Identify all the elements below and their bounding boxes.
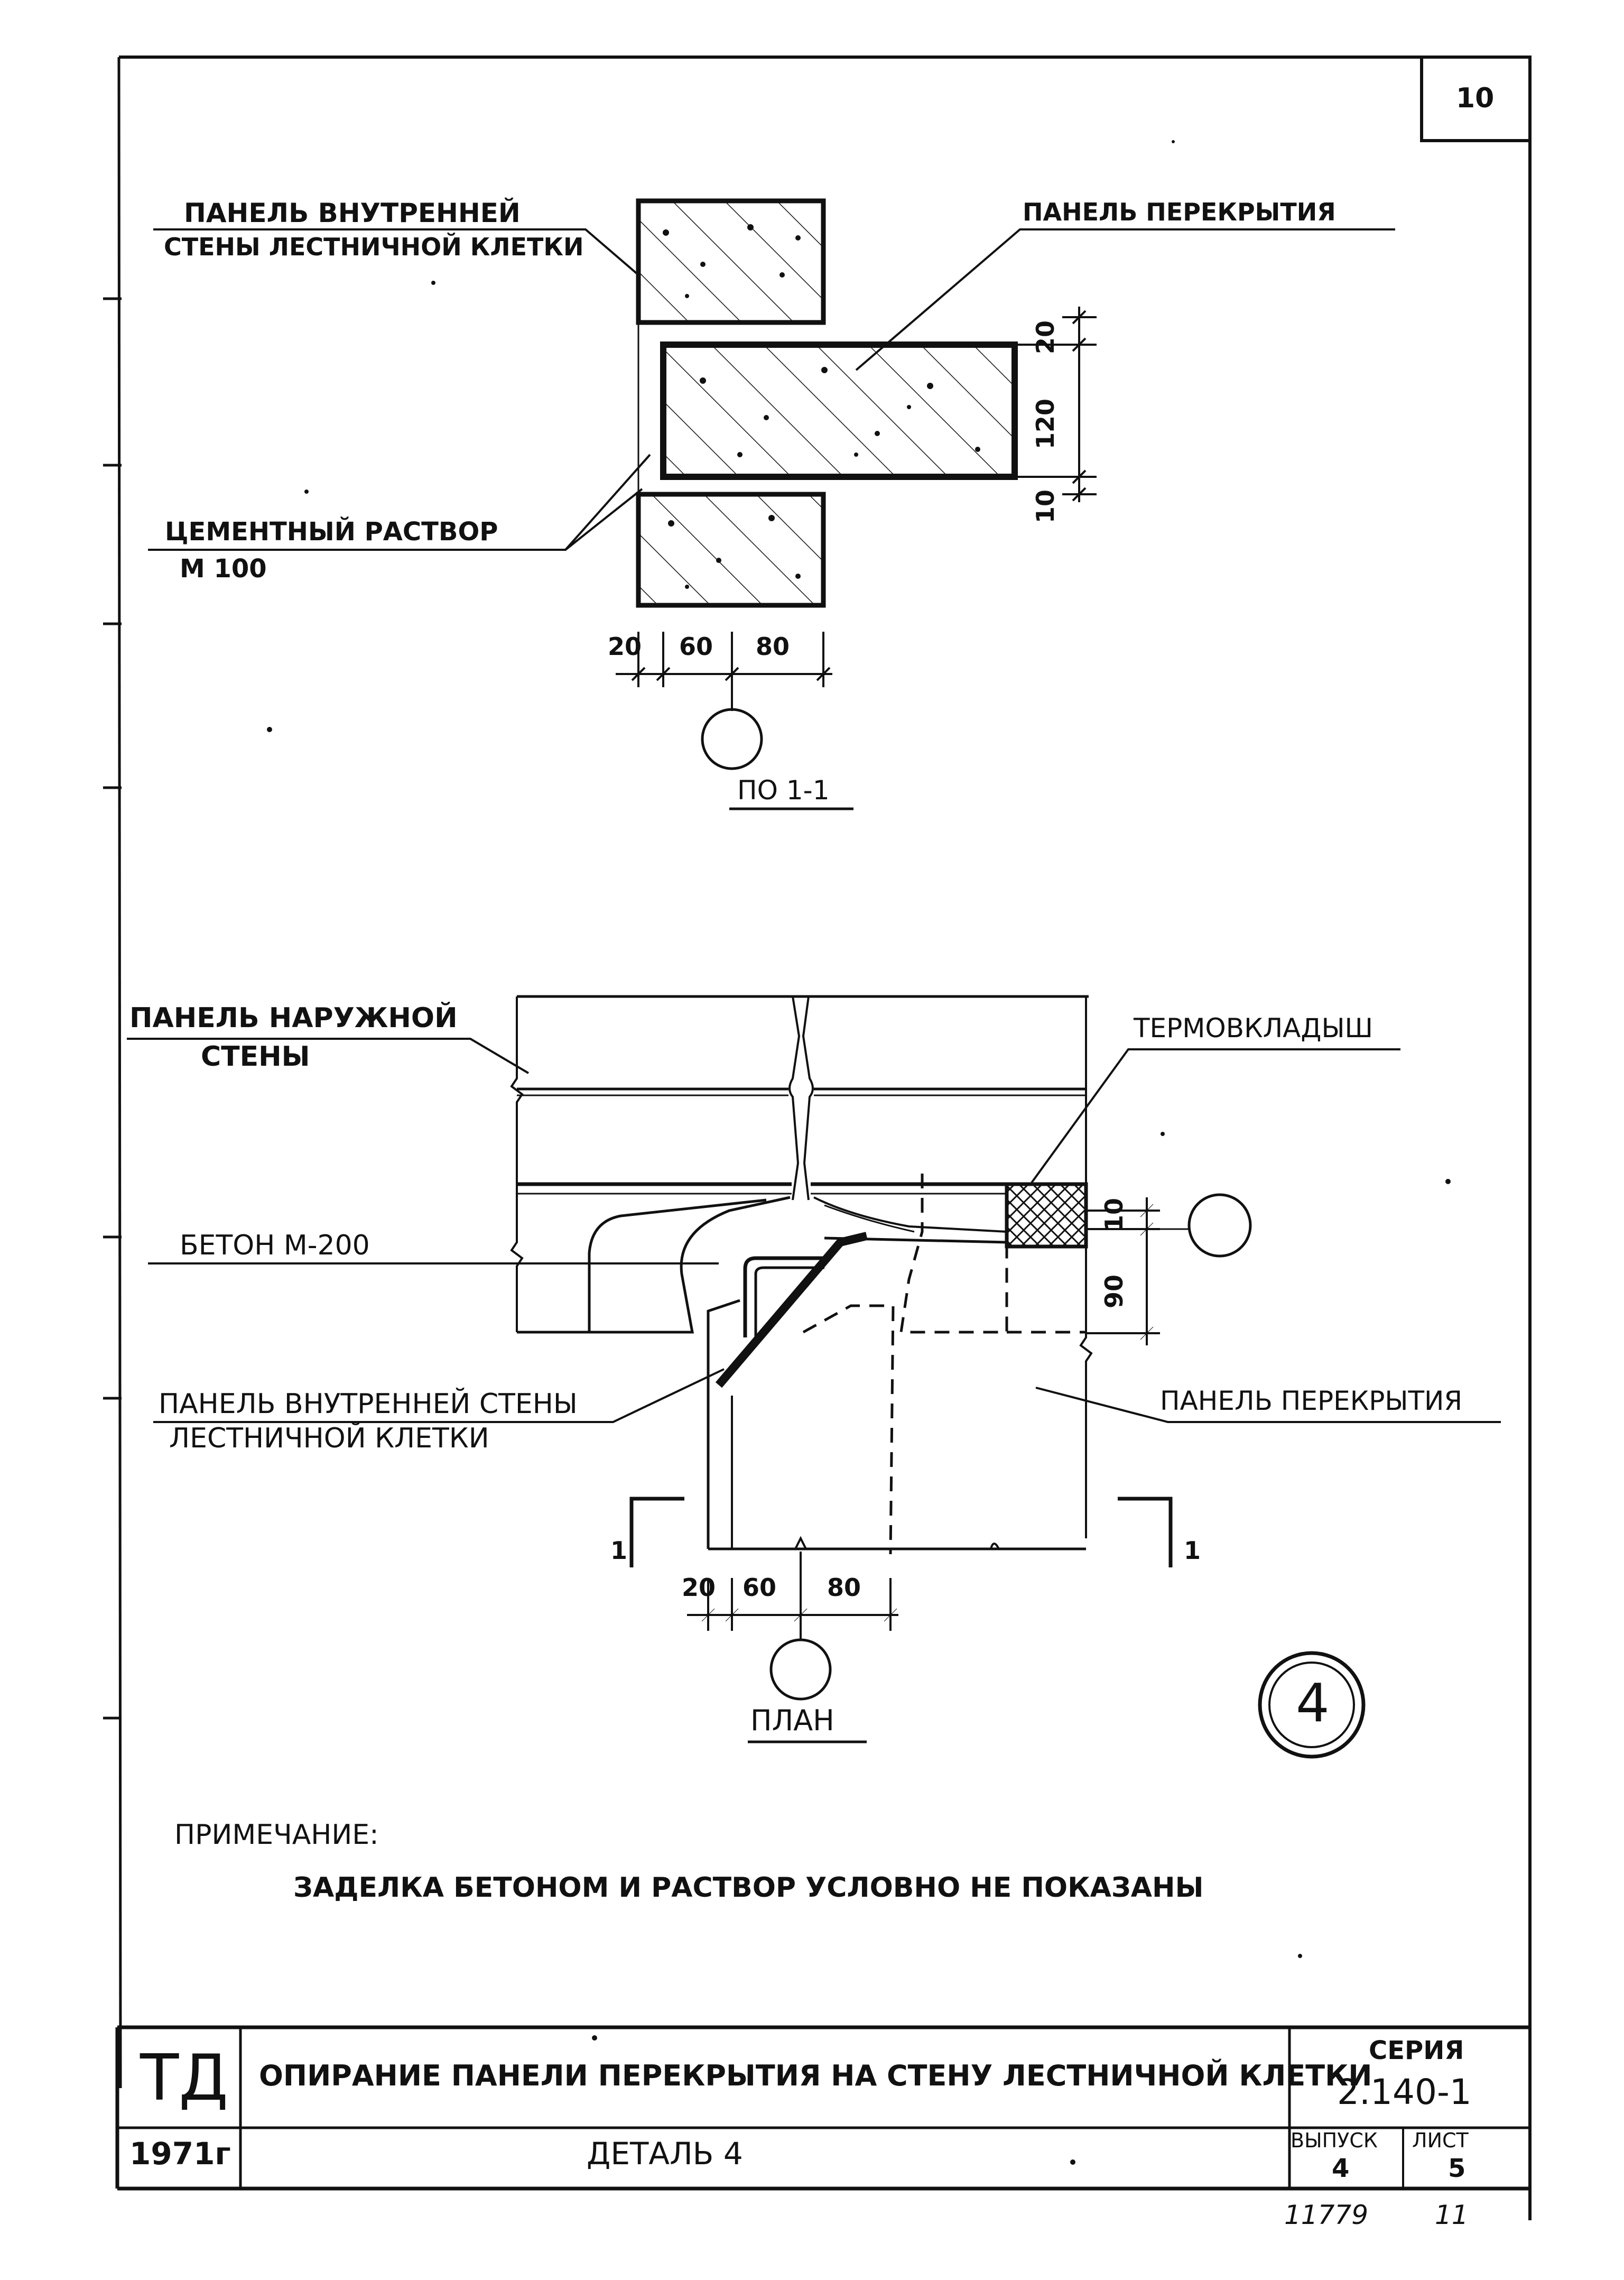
axis-bubble-plan [769,1638,832,1701]
lower-wall-panel [636,492,826,608]
title-block-code: ТД [140,2042,229,2115]
plan-label-outer-wall-2: СТЕНЫ [201,1041,310,1073]
floor-panel-section [660,341,1018,480]
section-label-mortar-2: М 100 [180,554,267,584]
title-block-series-label: СЕРИЯ [1369,2036,1464,2065]
section-leaders [148,228,1395,551]
section-dim-h-60: 60 [679,632,713,661]
concrete-speckle [663,224,980,589]
plan-dim-v-10: 10 [1100,1197,1128,1232]
section-horizontal-dimension [616,632,832,711]
section-dim-h-20: 20 [608,632,642,661]
title-block-title: ОПИРАНИЕ ПАНЕЛИ ПЕРЕКРЫТИЯ НА СТЕНУ ЛЕСТ… [259,2059,1372,2092]
archive-number: 11779 [1284,2200,1369,2230]
section-dim-v-120: 120 [1031,398,1060,449]
plan-dim-h-80: 80 [827,1573,861,1602]
plan-label-inner-wall-1: ПАНЕЛЬ ВНУТРЕННЕЙ СТЕНЫ [159,1388,578,1420]
detail-circle-outer [1258,1651,1366,1759]
plan-dim-h-20: 20 [682,1573,716,1602]
thermal-insert [1005,1182,1088,1249]
title-block-issue-value: 4 [1332,2154,1350,2183]
section-label-mortar-1: ЦЕМЕНТНЫЙ РАСТВОР [165,517,498,547]
archive-page: 11 [1435,2200,1469,2230]
upper-wall-panel [636,198,826,325]
inner-wall-panel [707,1299,740,1549]
plan-label-floor-panel: ПАНЕЛЬ ПЕРЕКРЫТИЯ [1160,1386,1463,1416]
title-block-detail: ДЕТАЛЬ 4 [587,2136,743,2172]
section-vertical-dimension [1015,307,1097,502]
title-block [115,2025,1530,2191]
section-view [148,198,1395,810]
plan-title: ПЛАН [750,1704,834,1737]
scan-specks [267,140,1451,2165]
section-dim-v-20: 20 [1031,320,1060,354]
axis-bubble-section [701,708,763,770]
steel-anchor [715,1232,868,1388]
title-block-sheet-value: 5 [1448,2154,1466,2183]
plan-dim-v-90: 90 [1100,1274,1128,1308]
plan-dim-h-60: 60 [743,1573,777,1602]
section-label-inner-wall-2: СТЕНЫ ЛЕСТНИЧНОЙ КЛЕТКИ [164,233,584,261]
sheet-frame [117,56,1532,2220]
section-label-floor-panel: ПАНЕЛЬ ПЕРЕКРЫТИЯ [1023,198,1336,226]
detail-number: 4 [1296,1672,1330,1734]
plan-label-thermal-insert: ТЕРМОВКЛАДЫШ [1134,1013,1374,1044]
detail-circle-inner [1268,1661,1355,1748]
margin-ticks [103,297,122,1720]
title-block-year: 1971г [129,2136,231,2172]
section-dim-v-10: 10 [1031,489,1060,523]
section-label-inner-wall-1: ПАНЕЛЬ ВНУТРЕННЕЙ [184,198,521,228]
plan-section-mark-right: 1 [1184,1536,1201,1565]
plan-label-concrete: БЕТОН М-200 [180,1230,370,1261]
title-block-series-value: 2.140-1 [1337,2072,1472,2112]
note-text: ЗАДЕЛКА БЕТОНОМ И РАСТВОР УСЛОВНО НЕ ПОК… [293,1872,1204,1904]
section-title: ПО 1-1 [737,775,830,806]
title-block-sheet-label: ЛИСТ [1412,2129,1469,2152]
sheet-number: 10 [1456,82,1495,114]
plan-label-inner-wall-2: ЛЕСТНИЧНОЙ КЛЕТКИ [169,1423,489,1454]
plan-section-mark-left: 1 [610,1536,628,1565]
plan-label-outer-wall-1: ПАНЕЛЬ НАРУЖНОЙ [129,1002,458,1034]
plan-view [127,995,1501,1759]
section-dim-h-80: 80 [756,632,790,661]
note-heading: ПРИМЕЧАНИЕ: [174,1819,379,1851]
axis-bubble-plan-side [1187,1193,1252,1258]
title-block-issue-label: ВЫПУСК [1291,2129,1378,2152]
